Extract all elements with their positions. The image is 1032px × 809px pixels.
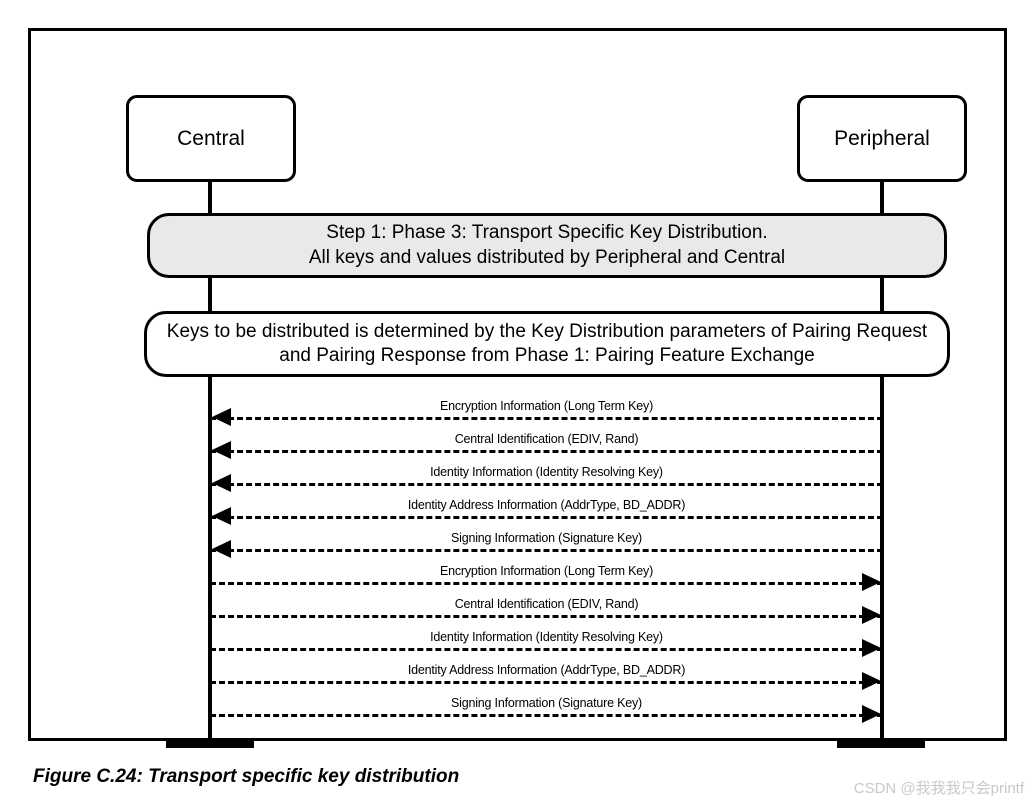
message-line-10 [210, 714, 883, 717]
lifeline-central [208, 181, 212, 746]
note-step-line-1: Step 1: Phase 3: Transport Specific Key … [326, 222, 768, 244]
arrowhead-right-icon [862, 606, 881, 624]
lifeline-terminator-central [166, 740, 254, 748]
arrowhead-left-icon [212, 507, 231, 525]
note-key-distribution: Keys to be distributed is determined by … [144, 311, 950, 377]
message-label-5: Signing Information (Signature Key) [450, 531, 643, 545]
message-line-5 [210, 549, 883, 552]
message-line-1 [210, 417, 883, 420]
message-label-8: Identity Information (Identity Resolving… [430, 630, 663, 644]
message-line-3 [210, 483, 883, 486]
actor-box-central[interactable]: Central [126, 95, 296, 182]
message-line-7 [210, 615, 883, 618]
figure-caption: Figure C.24: Transport specific key dist… [33, 766, 460, 787]
arrowhead-right-icon [862, 705, 881, 723]
message-label-3: Identity Information (Identity Resolving… [430, 465, 663, 479]
watermark: CSDN @我我我只会printf [853, 780, 1024, 797]
arrowhead-right-icon [862, 639, 881, 657]
actor-label-central: Central [177, 126, 245, 150]
figure-frame: Central Peripheral Step 1: Phase 3: Tran… [28, 28, 1007, 748]
message-line-9 [210, 681, 883, 684]
message-label-10: Signing Information (Signature Key) [450, 696, 643, 710]
arrowhead-left-icon [212, 540, 231, 558]
note-step-phase: Step 1: Phase 3: Transport Specific Key … [147, 213, 947, 278]
arrowhead-left-icon [212, 474, 231, 492]
message-label-4: Identity Address Information (AddrType, … [407, 498, 686, 512]
message-line-6 [210, 582, 883, 585]
actor-box-peripheral[interactable]: Peripheral [797, 95, 967, 182]
lifeline-peripheral [880, 181, 884, 746]
message-label-6: Encryption Information (Long Term Key) [439, 564, 654, 578]
note-keys-line-1: Keys to be distributed is determined by … [166, 320, 928, 342]
arrowhead-right-icon [862, 573, 881, 591]
arrowhead-left-icon [212, 408, 231, 426]
message-label-2: Central Identification (EDIV, Rand) [454, 432, 639, 446]
actor-label-peripheral: Peripheral [834, 126, 930, 150]
arrowhead-right-icon [862, 672, 881, 690]
note-step-line-2: All keys and values distributed by Perip… [308, 246, 786, 268]
message-line-2 [210, 450, 883, 453]
message-line-8 [210, 648, 883, 651]
message-label-9: Identity Address Information (AddrType, … [407, 663, 686, 677]
message-label-7: Central Identification (EDIV, Rand) [454, 597, 639, 611]
arrowhead-left-icon [212, 441, 231, 459]
lifeline-terminator-peripheral [837, 740, 925, 748]
message-label-1: Encryption Information (Long Term Key) [439, 399, 654, 413]
message-line-4 [210, 516, 883, 519]
note-keys-line-2: and Pairing Response from Phase 1: Pairi… [279, 345, 815, 366]
